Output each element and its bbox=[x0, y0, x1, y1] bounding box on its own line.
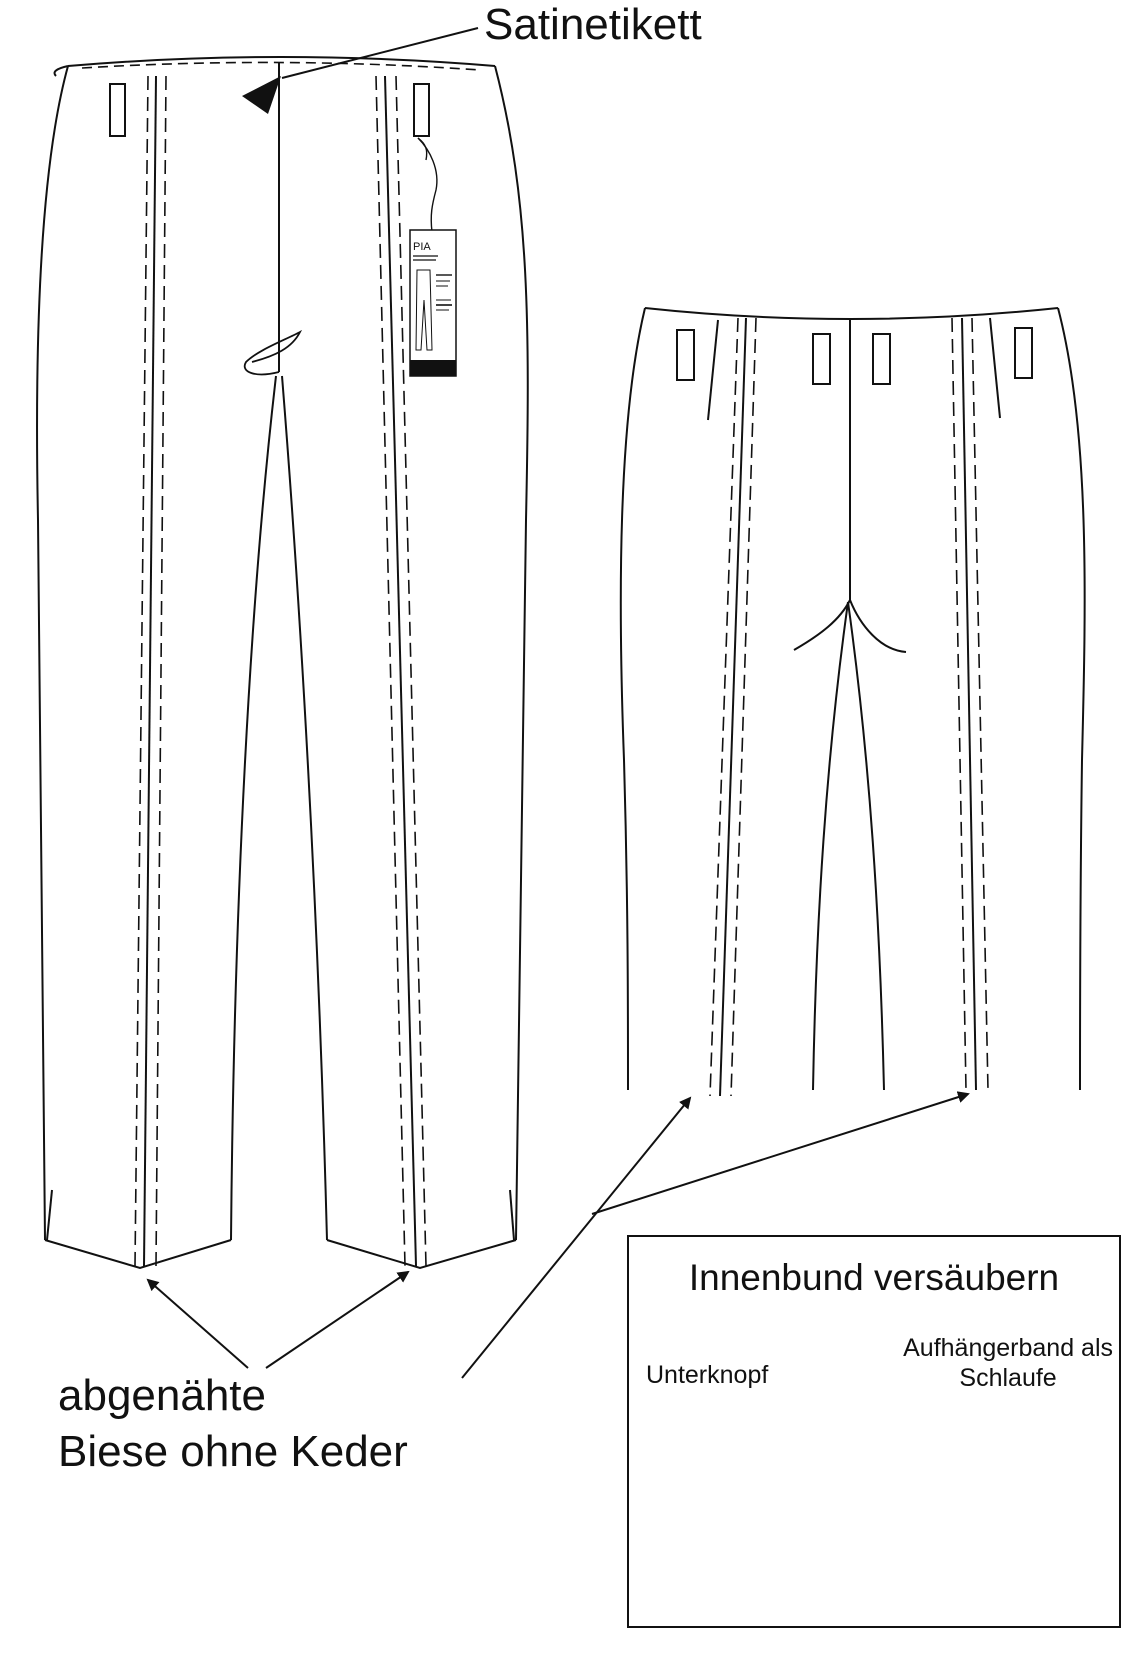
front-right-outer-seam bbox=[494, 65, 529, 1241]
piping-callout-line1: abgenähte bbox=[58, 1371, 266, 1420]
piping-stitch bbox=[395, 75, 427, 1267]
piping-callout-arrows bbox=[146, 1091, 970, 1379]
hanger-loop-label: Aufhängerband als Schlaufe bbox=[903, 1333, 1113, 1393]
piping-callout-line2: Biese ohne Keder bbox=[58, 1427, 408, 1476]
piping-seam bbox=[384, 75, 417, 1267]
front-left-hem bbox=[44, 1239, 232, 1270]
belt-loop bbox=[872, 333, 891, 385]
front-waistband-stitch bbox=[81, 61, 481, 71]
front-crotch-fold bbox=[243, 329, 303, 376]
detail-title: Innenbund versäubern bbox=[688, 1257, 1060, 1298]
back-waistband bbox=[644, 307, 1059, 320]
side-vent bbox=[46, 1189, 53, 1241]
back-left-inseam bbox=[812, 601, 849, 1091]
back-seat-curve bbox=[793, 597, 907, 653]
front-right-inseam bbox=[281, 375, 328, 1241]
front-waistband bbox=[67, 56, 496, 67]
hang-tag-card bbox=[409, 229, 457, 377]
piping-stitch bbox=[951, 317, 967, 1091]
hanger-loop-label-line1: Aufhängerband als bbox=[903, 1334, 1113, 1362]
back-dart bbox=[707, 319, 719, 421]
piping-stitch bbox=[134, 75, 149, 1267]
callout-arrow bbox=[265, 1270, 410, 1369]
hang-tag: PIA bbox=[409, 137, 457, 377]
front-view-trousers bbox=[36, 56, 529, 1270]
hang-tag-trousers-sketch bbox=[415, 269, 433, 351]
callout-arrow bbox=[461, 1096, 692, 1379]
front-right-hem bbox=[326, 1239, 517, 1270]
piping-stitch bbox=[971, 317, 989, 1091]
front-left-inseam bbox=[230, 375, 277, 1241]
belt-loop bbox=[676, 329, 695, 381]
side-vent bbox=[509, 1189, 515, 1241]
hang-tag-string bbox=[417, 137, 438, 233]
callout-arrow bbox=[591, 1091, 970, 1215]
belt-loop bbox=[1014, 327, 1033, 379]
inner-button-label: Unterknopf bbox=[646, 1361, 769, 1389]
belt-loop bbox=[812, 333, 831, 385]
piping-stitch bbox=[375, 75, 406, 1267]
front-left-outer-seam bbox=[36, 65, 69, 1241]
front-waistband-lower bbox=[53, 65, 69, 77]
hanger-loop-label-line2: Schlaufe bbox=[959, 1364, 1057, 1392]
back-right-outer-seam bbox=[1057, 307, 1086, 1091]
back-view-trousers bbox=[619, 307, 1086, 1097]
piping-stitch bbox=[709, 317, 739, 1097]
hang-tag-brand: PIA bbox=[413, 241, 431, 253]
hang-tag-footer bbox=[410, 360, 456, 376]
satin-label-arrowhead bbox=[242, 76, 281, 114]
back-dart bbox=[989, 317, 1001, 419]
piping-stitch bbox=[155, 75, 167, 1267]
piping-callout-label: abgenähte Biese ohne Keder bbox=[58, 1368, 408, 1480]
belt-loop bbox=[109, 83, 126, 137]
waistband-detail-box: Innenbund versäubern Unterknopf Aufhänge… bbox=[627, 1235, 1121, 1628]
piping-seam bbox=[961, 317, 977, 1091]
back-left-outer-seam bbox=[619, 307, 646, 1091]
callout-arrow bbox=[146, 1278, 249, 1369]
piping-seam bbox=[143, 75, 157, 1267]
piping-seam bbox=[719, 317, 747, 1097]
piping-stitch bbox=[730, 317, 757, 1097]
satin-label-pointer bbox=[242, 27, 479, 114]
satin-label-callout: Satinetikett bbox=[484, 0, 702, 49]
back-right-inseam bbox=[847, 601, 885, 1091]
belt-loop bbox=[413, 83, 430, 137]
